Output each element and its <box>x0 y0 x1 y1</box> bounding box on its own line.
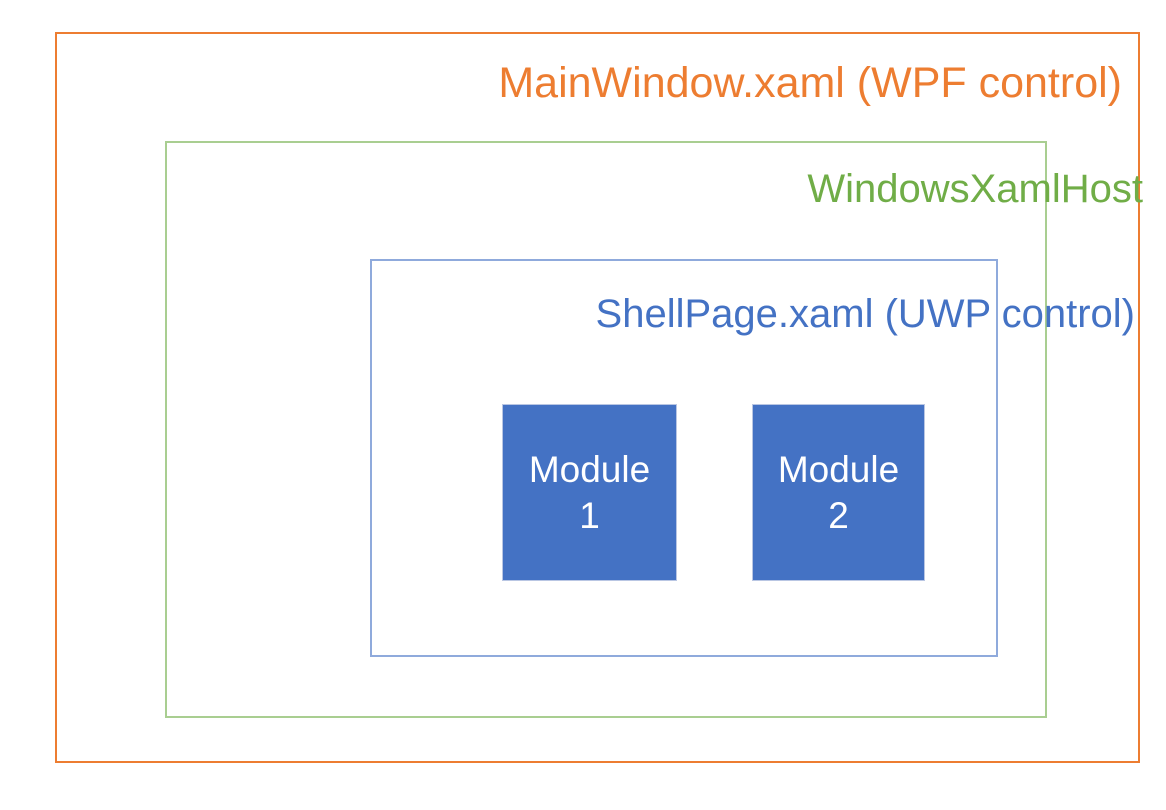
module-tile-2-line-1: Module <box>777 449 900 491</box>
module-tile-2-line-2: 2 <box>828 494 849 536</box>
container-shellpage-xaml <box>370 259 998 657</box>
container-windowsxamlhost <box>165 141 1047 718</box>
module-tile-1: Module 1 <box>502 404 677 581</box>
module-tile-1-line-1: Module <box>528 449 651 491</box>
label-shellpage-xaml: ShellPage.xaml (UWP control) <box>595 292 1135 336</box>
module-tile-2: Module 2 <box>752 404 925 581</box>
container-mainwindow-xaml <box>55 32 1140 763</box>
label-windowsxamlhost: WindowsXamlHost <box>807 167 1143 211</box>
module-tile-1-line-2: 1 <box>579 494 600 536</box>
label-mainwindow-xaml: MainWindow.xaml (WPF control) <box>498 59 1122 107</box>
